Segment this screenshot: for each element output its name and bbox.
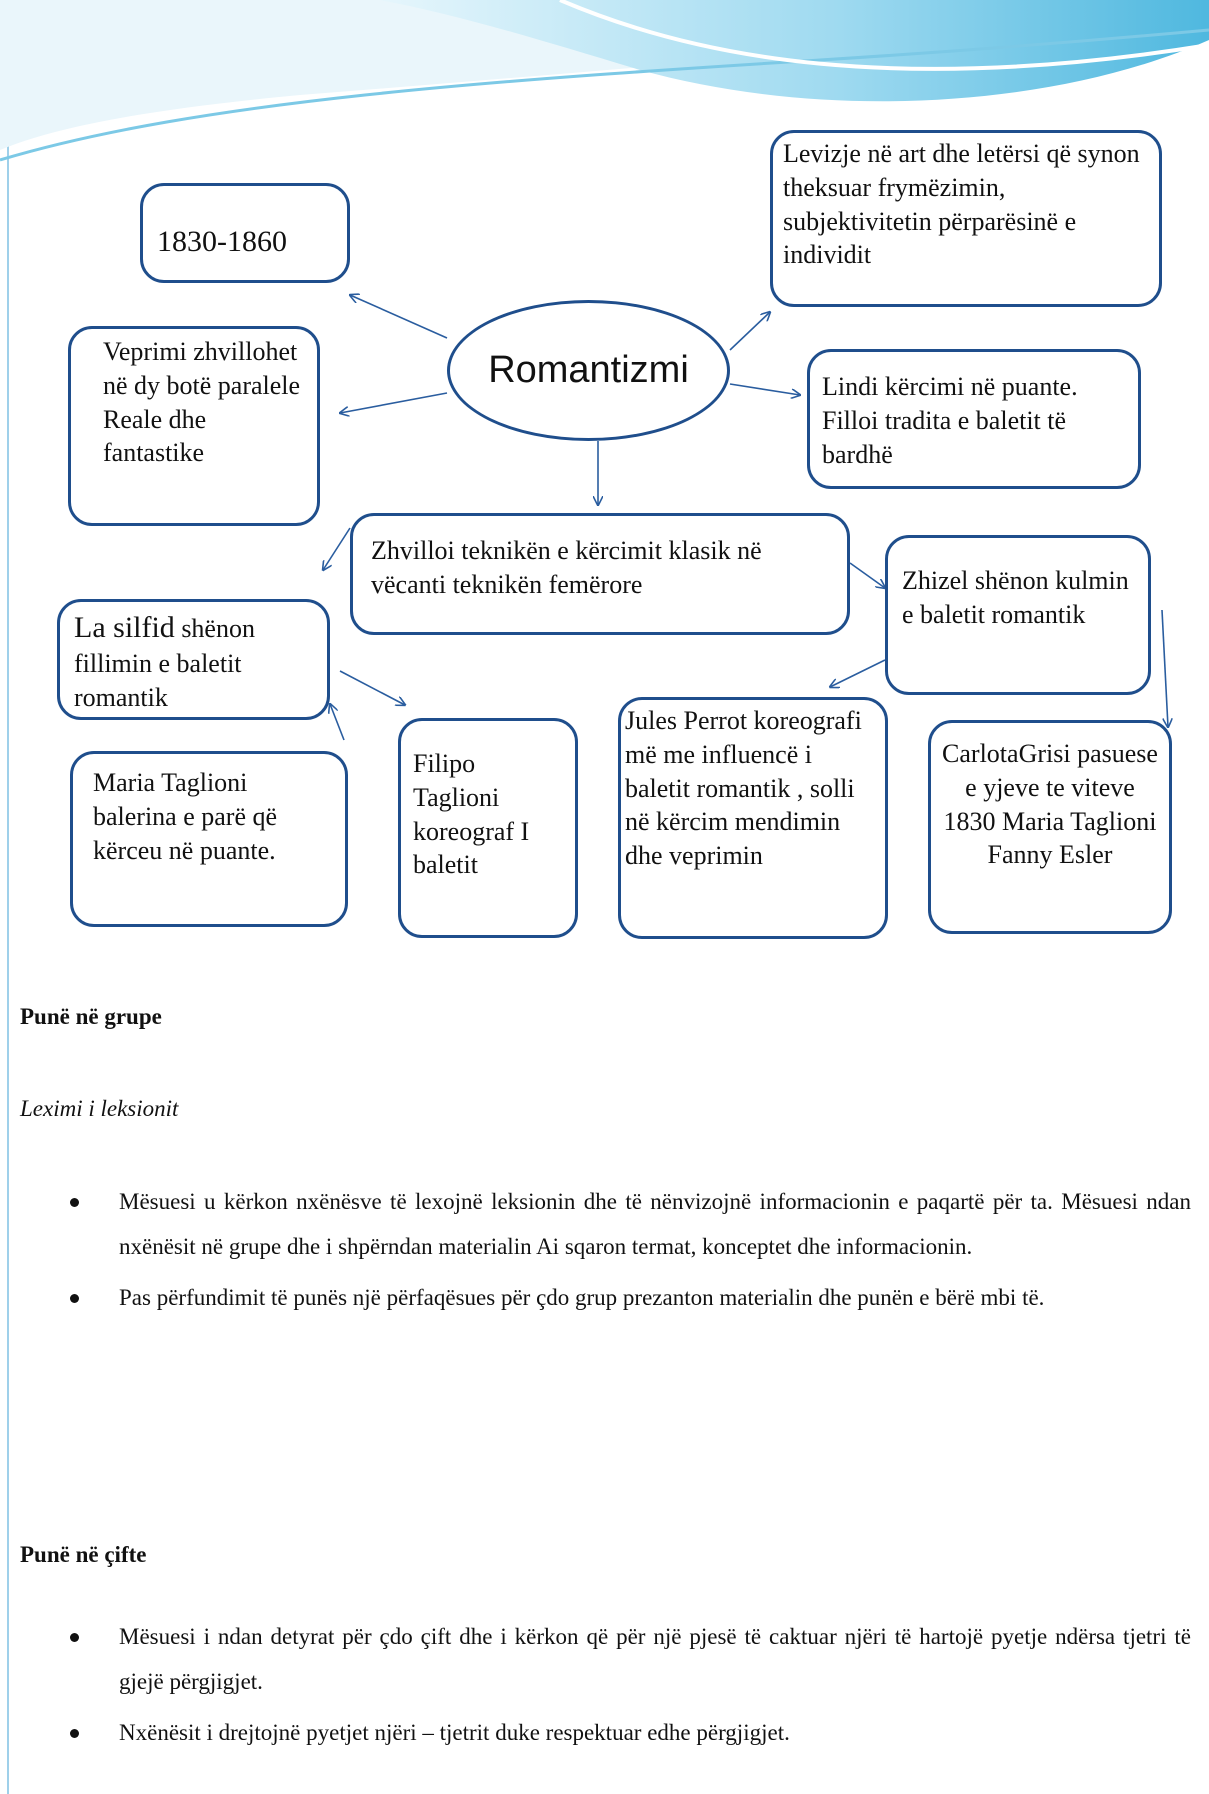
la-silfid-text: shënon fillimin e baletit romantik xyxy=(74,614,255,712)
header-wave-decoration xyxy=(0,0,1209,162)
filipo-taglioni-node: Filipo Taglioni koreograf I baletit xyxy=(398,718,578,938)
list-item: Mësuesi u kërkon nxënësve të lexojnë lek… xyxy=(0,1179,1209,1269)
carlota-grisi-text: CarlotaGrisi pasuese e yjeve te viteve 1… xyxy=(942,739,1158,870)
list-item: Nxënësit i drejtojnë pyetjet njëri – tje… xyxy=(0,1710,1209,1755)
reading-subheading: Leximi i leksionit xyxy=(20,1096,179,1121)
technique-text: Zhvilloi teknikën e kërcimit klasik në v… xyxy=(371,536,762,599)
list-item: Mësuesi i ndan detyrat për çdo çift dhe … xyxy=(0,1614,1209,1704)
page-margin-line xyxy=(7,0,9,1794)
la-silfid-title: La silfid xyxy=(74,611,175,644)
maria-taglioni-node: Maria Taglioni balerina e parë që kërceu… xyxy=(70,751,348,927)
jules-perrot-text: Jules Perrot koreografi më me influencë … xyxy=(625,706,862,871)
giselle-node: Zhizel shënon kulmin e baletit romantik xyxy=(885,535,1151,695)
years-text: 1830-1860 xyxy=(157,225,287,258)
definition-text: Levizje në art dhe letërsi që synon thek… xyxy=(783,139,1140,270)
definition-node: Levizje në art dhe letërsi që synon thek… xyxy=(770,130,1162,307)
romantizmi-center-node: Romantizmi xyxy=(447,300,730,441)
list-item: Pas përfundimit të punës një përfaqësues… xyxy=(0,1275,1209,1320)
pointe-node: Lindi kërcimi në puante. Filloi tradita … xyxy=(807,349,1141,489)
technique-node: Zhvilloi teknikën e kërcimit klasik në v… xyxy=(350,513,850,635)
la-silfid-node: La silfid shënon fillimin e baletit roma… xyxy=(57,599,330,720)
carlota-grisi-node: CarlotaGrisi pasuese e yjeve te viteve 1… xyxy=(928,720,1172,934)
concept-map-arrows xyxy=(0,0,1209,741)
years-node: 1830-1860 xyxy=(140,183,350,283)
pointe-text: Lindi kërcimi në puante. Filloi tradita … xyxy=(822,372,1078,469)
jules-perrot-node: Jules Perrot koreografi më me influencë … xyxy=(618,697,888,939)
pair-work-heading: Punë në çifte xyxy=(20,1542,147,1567)
giselle-text: Zhizel shënon kulmin e baletit romantik xyxy=(902,566,1129,629)
maria-taglioni-text: Maria Taglioni balerina e parë që kërceu… xyxy=(93,768,278,865)
worlds-node: Veprimi zhvillohet në dy botë paralele R… xyxy=(68,326,320,526)
filipo-taglioni-text: Filipo Taglioni koreograf I baletit xyxy=(413,749,530,880)
center-label: Romantizmi xyxy=(488,349,689,391)
worlds-text: Veprimi zhvillohet në dy botë paralele R… xyxy=(103,337,301,468)
group-work-heading: Punë në grupe xyxy=(20,1004,162,1029)
pair-work-list: Mësuesi i ndan detyrat për çdo çift dhe … xyxy=(0,1614,1209,1761)
group-work-list: Mësuesi u kërkon nxënësve të lexojnë lek… xyxy=(0,1179,1209,1326)
